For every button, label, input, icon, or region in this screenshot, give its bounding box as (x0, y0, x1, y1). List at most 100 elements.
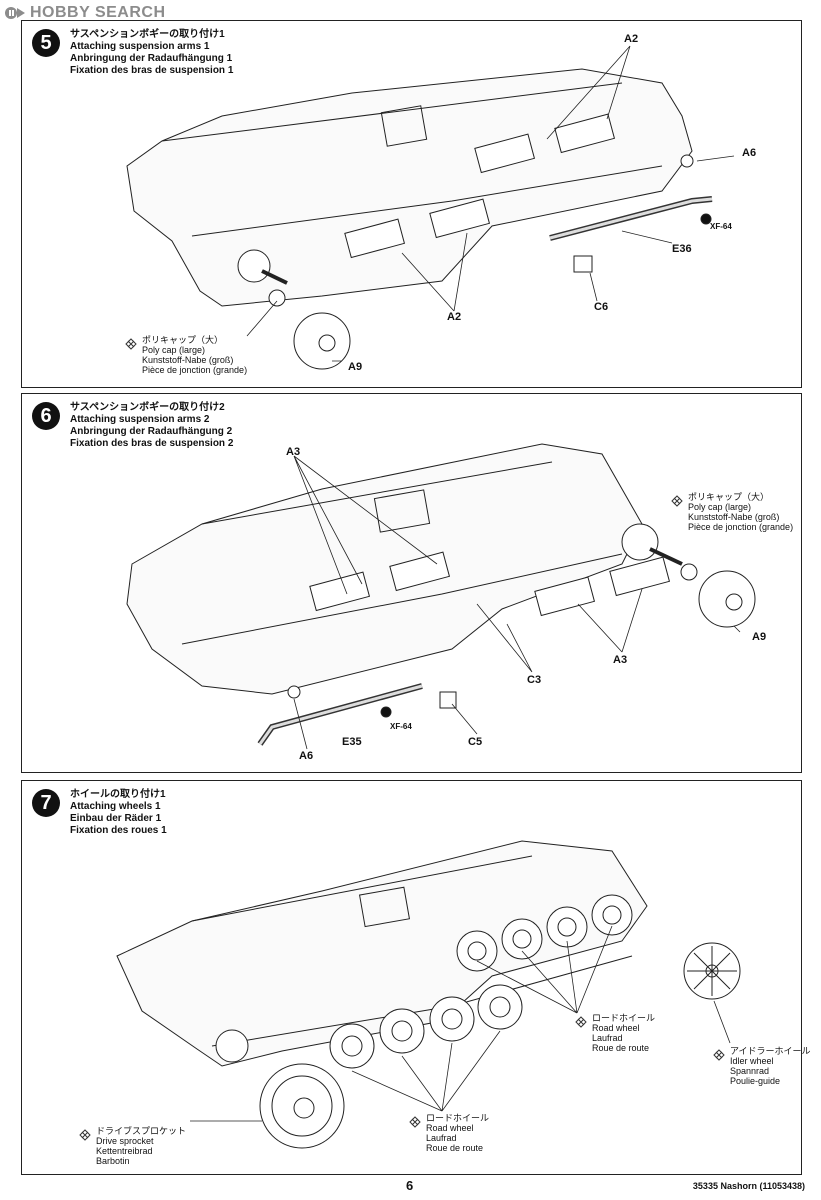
part-label: C6 (594, 301, 609, 313)
note-line: ロードホイール (426, 1113, 490, 1123)
road-wheel-note: ロードホイール Road wheel Laufrad Roue de route (575, 1013, 656, 1053)
step-title-jp: サスペンションボギーの取り付け1 (70, 29, 225, 40)
poly-cap-note: ポリキャップ（大） Poly cap (large) Kunststoff-Na… (671, 492, 794, 532)
note-line: Pièce de jonction (grande) (688, 522, 794, 532)
paint-label: XF-64 (710, 222, 732, 231)
note-line: ロードホイール (592, 1013, 656, 1023)
parts-bag-icon (79, 1129, 91, 1141)
road-wheel-note: ロードホイール Road wheel Laufrad Roue de route (409, 1113, 490, 1153)
footer-code: 35335 Nashorn (11053438) (692, 1181, 805, 1191)
part-label: E35 (342, 736, 362, 748)
note-line: Laufrad (426, 1133, 457, 1143)
step-5-panel: 5 サスペンションボギーの取り付け1 Attaching suspension … (21, 20, 802, 388)
note-line: Poly cap (large) (142, 345, 206, 355)
hull-hatch (380, 105, 428, 147)
hull-hatch (373, 489, 431, 533)
step-7-panel: 7 ホイールの取り付け1 Attaching wheels 1 Einbau d… (21, 780, 811, 1175)
hull-hub (237, 249, 271, 283)
step-title-fr: Fixation des bras de suspension 1 (70, 65, 234, 76)
part-label: A2 (624, 33, 639, 45)
watermark-text: HOBBY SEARCH (30, 4, 166, 21)
step-title-jp: サスペンションボギーの取り付け2 (70, 402, 225, 413)
note-line: Idler wheel (730, 1056, 774, 1066)
part-label: A9 (752, 631, 767, 643)
parts-bag-icon (713, 1049, 725, 1061)
step-title-jp: ホイールの取り付け1 (70, 789, 166, 800)
leader-lines (293, 455, 741, 750)
note-line: Kettentreibrad (96, 1146, 153, 1156)
hobby-search-logo-icon (5, 7, 25, 19)
step-title-block: サスペンションボギーの取り付け1 Attaching suspension ar… (70, 29, 233, 77)
part-label: A9 (348, 361, 363, 373)
part-label: C3 (527, 674, 542, 686)
note-line: アイドラーホイール (730, 1046, 811, 1056)
suspension-arm-rear (474, 113, 616, 174)
note-line: Road wheel (592, 1023, 640, 1033)
page-number: 6 (406, 1178, 414, 1193)
hull-hatch (358, 886, 411, 928)
xf64-paint-dot (380, 706, 392, 718)
paint-label: XF-64 (390, 722, 412, 731)
hull-outline (126, 68, 693, 307)
c6-part (573, 255, 593, 273)
step-title-en: Attaching suspension arms 2 (70, 414, 210, 425)
suspension-arm-front (344, 198, 491, 259)
step-title-fr: Fixation des roues 1 (70, 825, 167, 836)
idler-wheel-note: アイドラーホイール Idler wheel Spannrad Poulie-gu… (713, 1046, 811, 1086)
note-line: ポリキャップ（大） (142, 335, 224, 345)
hull-top-ridge (191, 855, 533, 922)
step-7-diagram (116, 840, 741, 1149)
step-title-de: Anbringung der Radaufhängung 1 (70, 53, 233, 64)
note-line: Spannrad (730, 1066, 770, 1076)
e35-track-bar (257, 683, 423, 746)
step-title-de: Einbau der Räder 1 (70, 813, 162, 824)
step-title-block: ホイールの取り付け1 Attaching wheels 1 Einbau der… (70, 789, 167, 837)
part-label: A2 (447, 311, 462, 323)
step-number: 5 (32, 29, 60, 57)
part-label: C5 (468, 736, 483, 748)
hull-side (191, 165, 663, 237)
parts-bag-icon (671, 495, 683, 507)
poly-cap-note: ポリキャップ（大） Poly cap (large) Kunststoff-Na… (125, 335, 248, 375)
step-5-diagram (126, 45, 735, 370)
parts-bag-icon (125, 338, 137, 350)
drive-sprocket (259, 1063, 345, 1149)
note-line: Roue de route (592, 1043, 650, 1053)
step-title-en: Attaching suspension arms 1 (70, 41, 210, 52)
arrow-to-hub (649, 547, 683, 566)
hull-outline (116, 840, 648, 1067)
note-line: Drive sprocket (96, 1136, 154, 1146)
a9-sprocket-hub (725, 593, 743, 611)
part-label: A6 (742, 147, 757, 159)
drive-sprocket-note: ドライブスプロケット Drive sprocket Kettentreibrad… (79, 1126, 187, 1166)
hull-side (181, 553, 623, 645)
note-line: Laufrad (592, 1033, 623, 1043)
watermark: HOBBY SEARCH (4, 4, 166, 22)
part-label: A6 (299, 750, 314, 762)
a6-part (680, 154, 694, 168)
part-label: A3 (286, 446, 301, 458)
note-line: ポリキャップ（大） (688, 492, 770, 502)
part-label: E36 (672, 243, 692, 255)
note-line: Barbotin (96, 1156, 130, 1166)
step-6-diagram (126, 443, 756, 750)
step-title-block: サスペンションボギーの取り付け2 Attaching suspension ar… (70, 402, 233, 450)
xf64-paint-dot (700, 213, 712, 225)
note-line: Pièce de jonction (grande) (142, 365, 248, 375)
note-line: Poulie-guide (730, 1076, 781, 1086)
step-title-de: Anbringung der Radaufhängung 2 (70, 426, 233, 437)
step-title-en: Attaching wheels 1 (70, 801, 161, 812)
note-line: Kunststoff-Nabe (groß) (688, 512, 780, 522)
part-label: A3 (613, 654, 628, 666)
hull-hub (215, 1029, 249, 1063)
note-line: Kunststoff-Nabe (groß) (142, 355, 234, 365)
hull-hub (621, 523, 659, 561)
note-line: ドライブスプロケット (96, 1126, 187, 1136)
parts-bag-icon (409, 1116, 421, 1128)
note-line: Road wheel (426, 1123, 474, 1133)
a9-sprocket-hub (318, 334, 336, 352)
e35-track-bar-inner (258, 684, 423, 745)
leader-lines (246, 45, 735, 362)
parts-bag-icon (575, 1016, 587, 1028)
hull-top-ridge (161, 82, 623, 142)
